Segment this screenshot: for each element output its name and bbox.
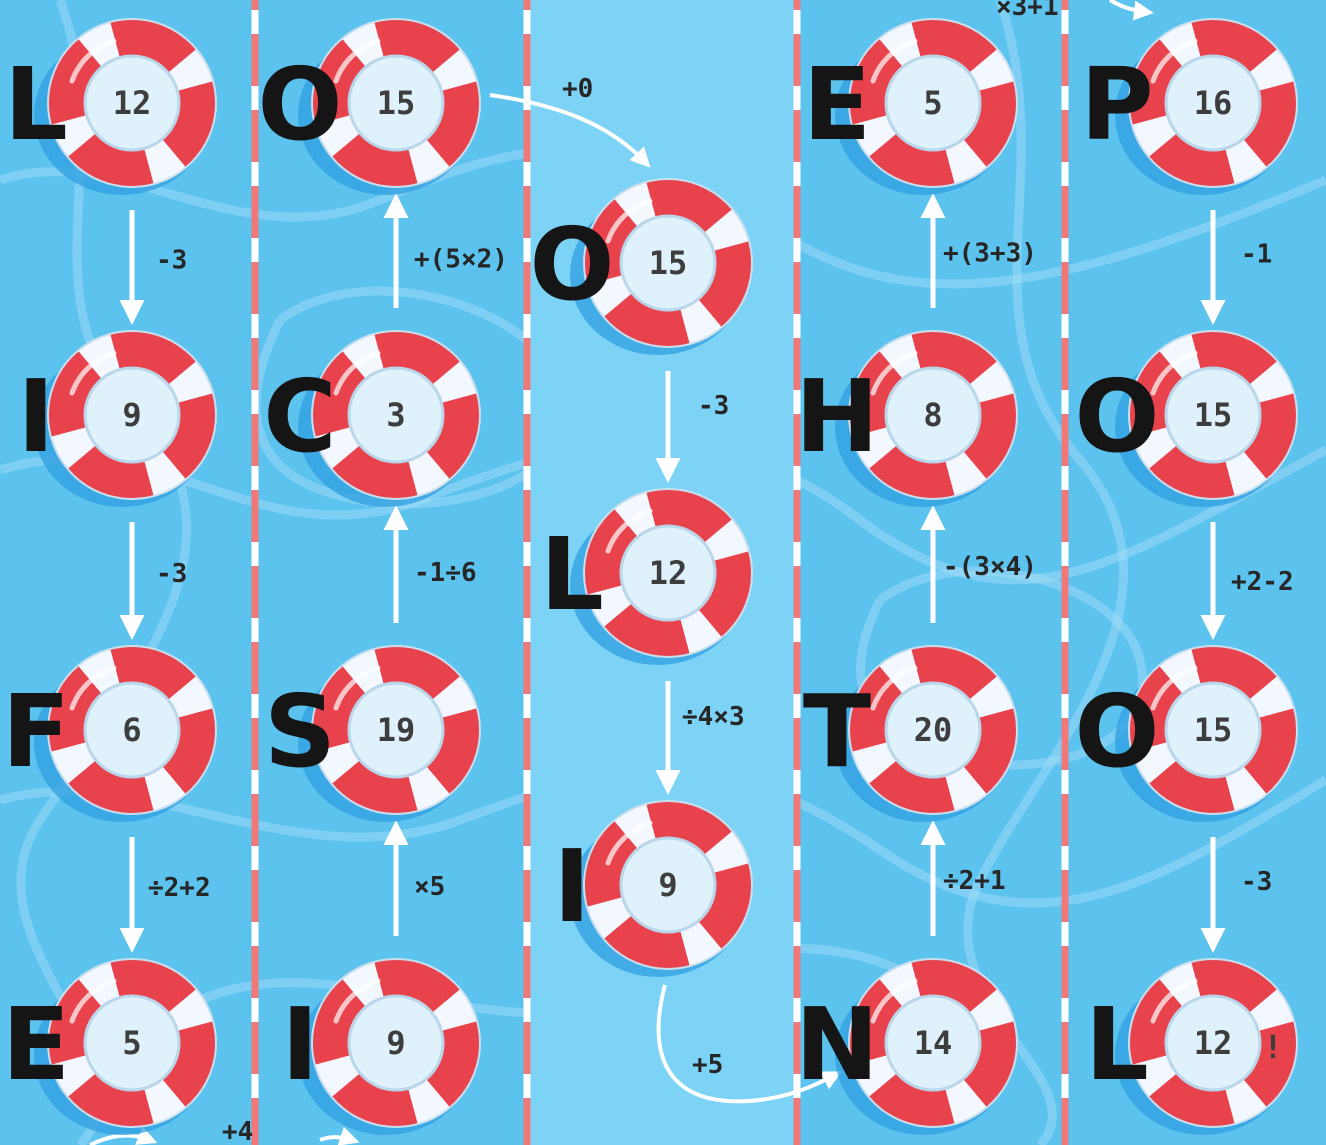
ring-letter: H xyxy=(795,358,879,475)
ring-number: 15 xyxy=(1194,711,1233,749)
ring-number: 9 xyxy=(658,866,677,904)
ring-letter: N xyxy=(795,986,879,1103)
operation-label: +4 xyxy=(222,1117,253,1145)
operation-label: -1÷6 xyxy=(414,558,477,588)
ring-letter: O xyxy=(1074,673,1159,790)
ring-number: 15 xyxy=(649,244,688,282)
finish-mark: ! xyxy=(1263,1028,1282,1066)
operation-label: ÷4×3 xyxy=(682,702,745,732)
operation-label: +0 xyxy=(562,74,593,104)
ring-letter: F xyxy=(2,673,70,790)
ring-letter: C xyxy=(263,358,336,475)
operation-label: -3 xyxy=(1241,867,1272,897)
operation-label: +2-2 xyxy=(1231,567,1294,597)
ring-number: 12 xyxy=(1194,1024,1233,1062)
ring-number: 16 xyxy=(1194,84,1233,122)
operation-label: -3 xyxy=(698,391,729,421)
operation-label: -(3×4) xyxy=(943,552,1037,582)
operation-label: ×3+1 xyxy=(996,0,1059,22)
ring-letter: E xyxy=(2,986,70,1103)
ring-letter: I xyxy=(553,828,590,945)
ring-letter: L xyxy=(4,46,68,163)
ring-letter: E xyxy=(803,46,871,163)
ring-number: 19 xyxy=(377,711,416,749)
ring-number: 5 xyxy=(923,84,942,122)
operation-label: +(3+3) xyxy=(943,239,1037,269)
ring-letter: I xyxy=(17,358,54,475)
operation-label: +5 xyxy=(692,1050,723,1080)
ring-number: 9 xyxy=(122,396,141,434)
ring-letter: T xyxy=(803,673,871,790)
ring-number: 3 xyxy=(386,396,405,434)
ring-number: 14 xyxy=(914,1024,953,1062)
ring-letter: O xyxy=(529,206,614,323)
ring-number: 15 xyxy=(377,84,416,122)
operation-label: ÷2+1 xyxy=(943,866,1006,896)
operation-label: -3 xyxy=(156,246,187,276)
ring-number: 20 xyxy=(914,711,953,749)
ring-letter: L xyxy=(540,516,604,633)
ring-number: 8 xyxy=(923,396,942,434)
ring-letter: O xyxy=(257,46,342,163)
operation-label: ÷2+2 xyxy=(148,873,211,903)
operation-label: +(5×2) xyxy=(414,245,508,275)
ring-number: 12 xyxy=(649,554,688,592)
ring-letter: L xyxy=(1085,986,1149,1103)
ring-letter: P xyxy=(1080,46,1153,163)
ring-number: 15 xyxy=(1194,396,1233,434)
ring-letter: O xyxy=(1074,358,1159,475)
operation-label: -1 xyxy=(1241,240,1272,270)
ring-number: 12 xyxy=(113,84,152,122)
ring-number: 9 xyxy=(386,1024,405,1062)
operation-label: ×5 xyxy=(414,872,445,902)
operation-label: -3 xyxy=(156,559,187,589)
ring-number: 5 xyxy=(122,1024,141,1062)
ring-letter: I xyxy=(281,986,318,1103)
ring-letter: S xyxy=(264,673,336,790)
ring-number: 6 xyxy=(122,711,141,749)
